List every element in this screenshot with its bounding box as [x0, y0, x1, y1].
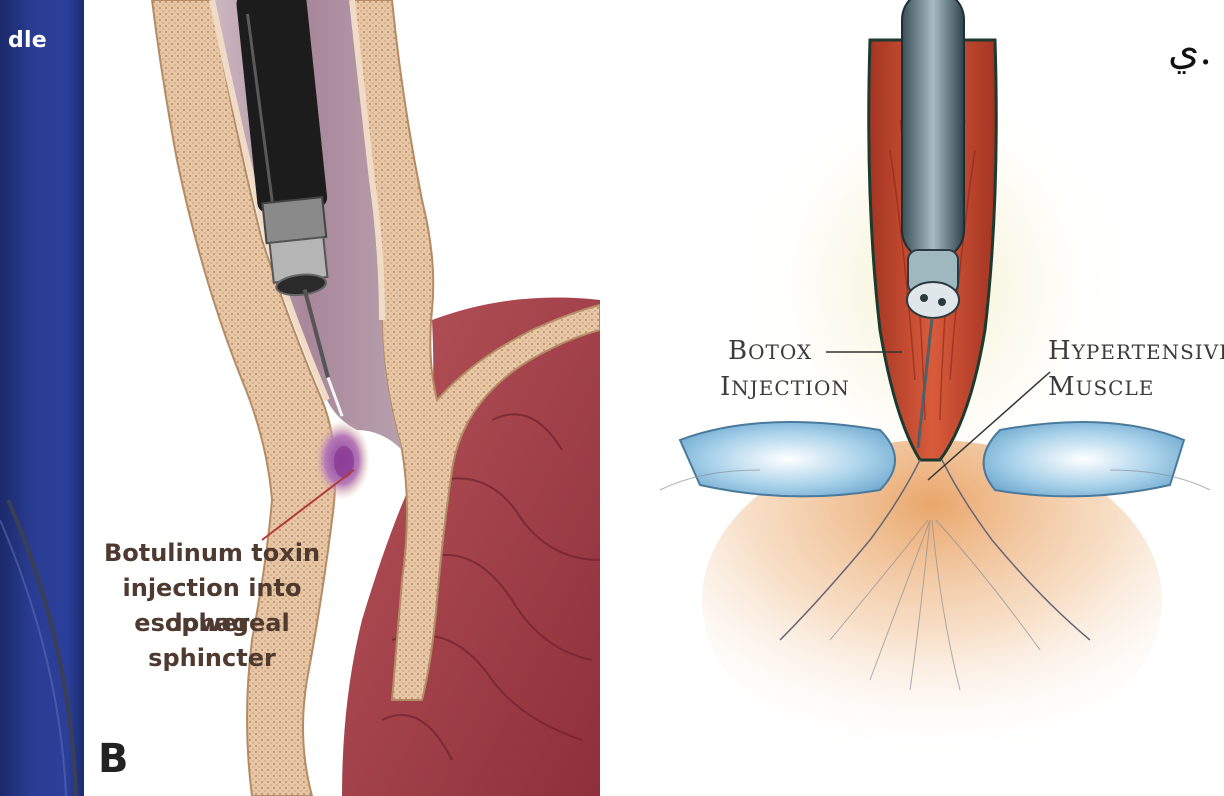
left-blue-strip: dle	[0, 0, 84, 796]
caption-line-1: Botulinum toxin	[92, 536, 332, 571]
panel-right-illustration: BOTOX INJECTION HYPERTENSIVE MUSCLE	[640, 0, 1224, 796]
esophagus-cross-section-drawing	[92, 0, 600, 796]
hypertensive-initial: H	[1048, 336, 1072, 366]
hypertensive-rest: YPERTENSIVE	[1072, 340, 1224, 364]
muscle-initial: M	[1048, 372, 1076, 402]
botox-initial: B	[728, 336, 748, 366]
strip-arc	[0, 0, 84, 796]
strip-label: dle	[8, 28, 47, 53]
botox-label-line-2: INJECTION	[720, 372, 850, 402]
hypertensive-label-line-1: HYPERTENSIVE	[1048, 336, 1224, 366]
strip-gap	[84, 0, 92, 796]
muscle-rest: USCLE	[1076, 376, 1155, 400]
injection-initial: I	[720, 372, 731, 402]
panel-b-illustration: Botulinum toxin injection into lower eso…	[92, 0, 600, 796]
top-right-text: ي.	[1168, 28, 1212, 74]
injection-rest: NJECTION	[731, 376, 850, 400]
caption-line-4: sphincter	[92, 641, 332, 676]
panel-letter: B	[98, 736, 129, 782]
botox-label-line-1: BOTOX	[728, 336, 812, 366]
caption-line-3: esophageal	[92, 606, 332, 641]
hypertensive-label-line-2: MUSCLE	[1048, 372, 1154, 402]
botox-rest: OTOX	[748, 340, 812, 364]
